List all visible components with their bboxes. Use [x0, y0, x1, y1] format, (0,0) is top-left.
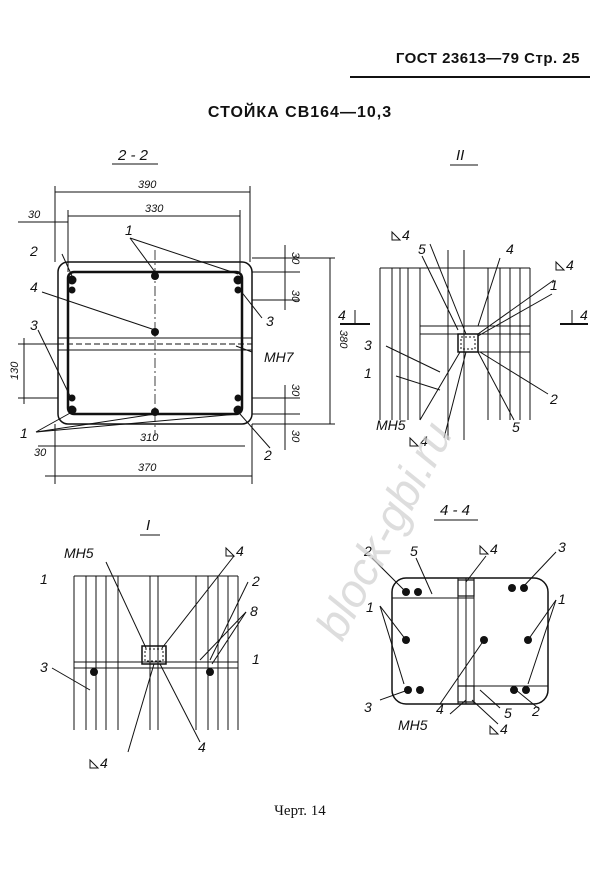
page-header: ГОСТ 23613—79 Стр. 25 [395, 50, 580, 67]
label-1-left-44: 1 [366, 599, 374, 615]
label-5: 5 [418, 241, 426, 257]
label-1-right-44: 1 [558, 591, 566, 607]
view-II-text: 4 5 4 4 1 3 1 МН5 4 5 2 4 4 [338, 227, 588, 449]
view-I: I [51, 517, 249, 753]
weld-4a: 4 [402, 227, 410, 243]
cut-left: 4 [338, 307, 346, 323]
label-2: 2 [549, 391, 558, 407]
label-2b-44: 2 [531, 703, 540, 719]
drawing-title: СТОЙКА СВ164—10,3 [207, 104, 393, 121]
label-4: 4 [506, 241, 514, 257]
section-2-2: 2 - 2 [18, 147, 335, 484]
dim-30-b: 30 [289, 384, 301, 397]
label-1: 1 [550, 277, 558, 293]
dim-380: 380 [337, 330, 349, 349]
label-2-I: 2 [251, 573, 260, 589]
section-2-2-text: 390 330 30 30 30 380 130 30 30 310 370 3… [9, 179, 349, 474]
weld-triangle-icon [555, 260, 566, 271]
dim-330: 330 [145, 203, 164, 215]
weld-triangle-icon [89, 758, 100, 769]
weld-4b-I: 4 [100, 755, 108, 771]
weld-triangle-icon [409, 436, 420, 447]
section-4-4: 4 - 4 [371, 502, 557, 725]
label-1-top: 1 [125, 222, 133, 238]
label-1b: 1 [364, 365, 372, 381]
dim-30-c: 30 [289, 430, 301, 443]
dim-30-bottom: 30 [34, 447, 47, 459]
weld-triangle-icon [479, 544, 490, 555]
label-3-I: 3 [40, 659, 48, 675]
mark-mn5-I: МН5 [64, 545, 94, 561]
label-1-bottom: 1 [20, 425, 28, 441]
weld-4a-44: 4 [490, 541, 498, 557]
mark-mn7: МН7 [264, 349, 295, 365]
section-2-2-label: 2 - 2 [117, 147, 149, 164]
view-I-bars [90, 668, 214, 676]
weld-4b: 4 [566, 257, 574, 273]
weld-4c: 4 [420, 433, 428, 449]
dim-390: 390 [138, 179, 157, 191]
label-2-top: 2 [29, 243, 38, 259]
label-1b-I: 1 [252, 651, 260, 667]
view-I-text: МН5 4 1 2 8 3 1 4 4 [40, 543, 260, 771]
label-3: 3 [364, 337, 372, 353]
view-I-label: I [146, 517, 150, 534]
dim-370: 370 [138, 462, 157, 474]
header-rule [350, 76, 590, 78]
label-2-44: 2 [363, 543, 372, 559]
label-8-I: 8 [250, 603, 258, 619]
label-4-left: 4 [30, 279, 38, 295]
section-4-4-text: 2 5 4 3 1 1 3 4 5 2 МН5 4 [363, 539, 566, 737]
cut-right: 4 [580, 307, 588, 323]
label-4-44: 4 [436, 701, 444, 717]
label-3-left: 3 [30, 317, 38, 333]
weld-triangle-icon [489, 724, 500, 735]
dim-310: 310 [140, 432, 159, 444]
mark-mn5: МН5 [376, 417, 406, 433]
label-3-44: 3 [558, 539, 566, 555]
label-4-I: 4 [198, 739, 206, 755]
label-1-I: 1 [40, 571, 48, 587]
section-4-4-label: 4 - 4 [440, 502, 470, 519]
weld-symbols [89, 230, 566, 769]
figure-caption: Черт. 14 [274, 803, 326, 819]
view-II: II [340, 147, 588, 440]
column-outline [57, 261, 253, 425]
weld-triangle-icon [225, 546, 236, 557]
watermark: block-gbi.ru [305, 413, 463, 647]
label-3b-44: 3 [364, 699, 372, 715]
label-3-right: 3 [266, 313, 274, 329]
label-5b-44: 5 [504, 705, 512, 721]
dim-30-top: 30 [289, 252, 301, 265]
weld-4a-I: 4 [236, 543, 244, 559]
label-5-44: 5 [410, 543, 418, 559]
view-II-label: II [456, 147, 464, 164]
label-2-bottom: 2 [263, 447, 272, 463]
section-4-4-bars [402, 584, 532, 694]
dim-130: 130 [9, 361, 21, 380]
label-5b: 5 [512, 419, 520, 435]
dim-30-left: 30 [28, 209, 41, 221]
dim-30-a: 30 [289, 290, 301, 303]
mark-mn5-44: МН5 [398, 717, 428, 733]
weld-triangle-icon [391, 230, 402, 241]
weld-4b-44: 4 [500, 721, 508, 737]
